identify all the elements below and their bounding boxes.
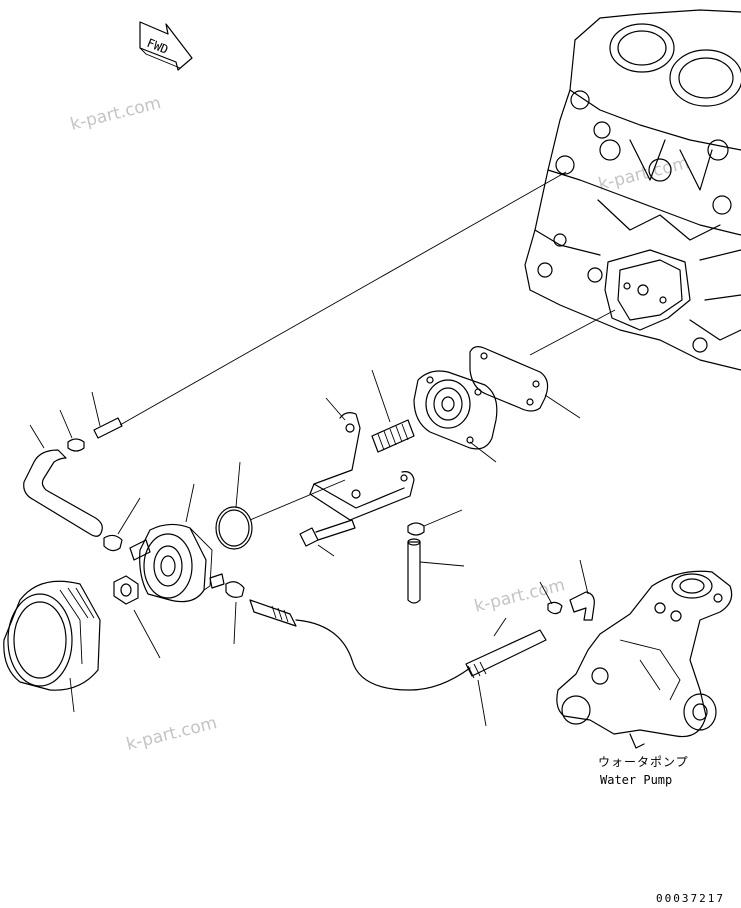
- fitting-union: [129, 539, 151, 561]
- cooler-cover: [413, 370, 498, 463]
- leader-line-block: [119, 171, 567, 426]
- clip-pump: [539, 581, 563, 615]
- fwd-arrow-icon: FWD: [139, 21, 193, 71]
- fwd-label: FWD: [145, 36, 170, 57]
- watermark-middle: k-part.com: [472, 575, 567, 617]
- drawing-code: 00037217: [656, 892, 725, 905]
- water-pipe: [249, 599, 547, 727]
- hex-nut: [113, 575, 161, 659]
- watermark-bottom: k-part.com: [124, 713, 219, 755]
- oil-cooler-element: [139, 483, 213, 603]
- cylinder-block: [524, 9, 741, 371]
- watermark-top: k-part.com: [68, 93, 163, 135]
- clip-right: [407, 509, 463, 536]
- gasket: [469, 309, 616, 419]
- watermark-block: k-part.com: [596, 153, 691, 195]
- rubber-hose: [23, 424, 103, 537]
- relief-valve-spring: [371, 369, 415, 453]
- water-pump-label-jp: ウォータポンプ: [598, 755, 689, 769]
- water-pump: [556, 570, 733, 749]
- fitting-joint: [209, 573, 245, 645]
- bracket-plate: [309, 397, 415, 521]
- connector-pipe: [91, 391, 123, 439]
- mounting-bolt: [299, 519, 356, 557]
- water-pump-label-en: Water Pump: [600, 773, 672, 787]
- tube-right: [407, 538, 465, 604]
- elbow-fitting: [569, 559, 595, 621]
- hose-clamp-lower: [103, 497, 141, 552]
- hose-clamp-upper: [59, 409, 85, 452]
- oil-filter-cartridge: [3, 580, 101, 713]
- o-ring: [215, 461, 346, 550]
